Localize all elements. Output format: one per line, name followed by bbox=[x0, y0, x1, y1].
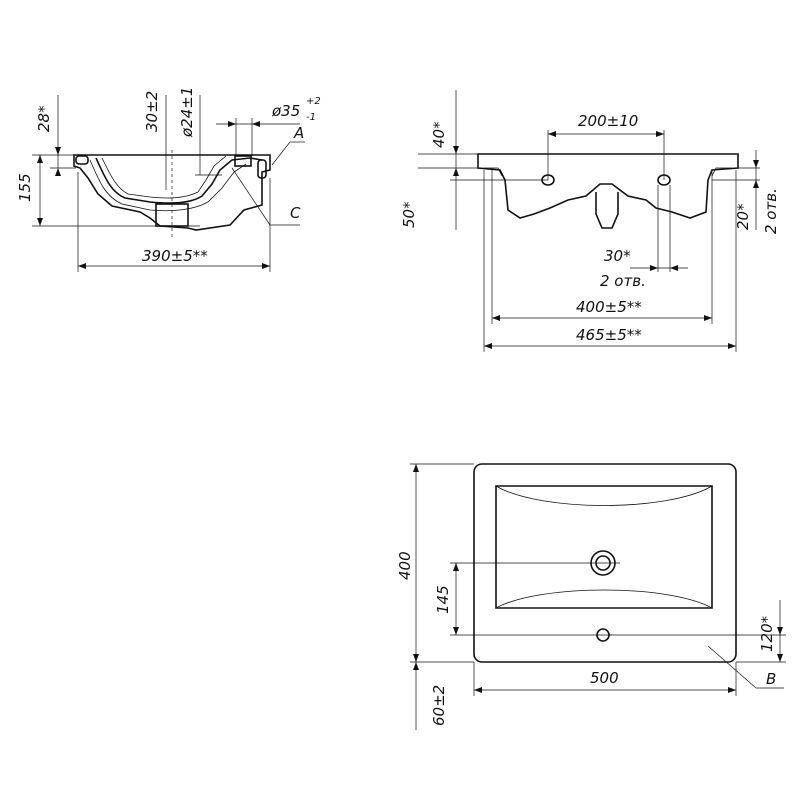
side-dim-35-tol-lower: -1 bbox=[306, 112, 316, 123]
side-dim-30: 30±2 bbox=[143, 91, 161, 132]
top-view: 400 145 120* 500 B 60±2 bbox=[396, 463, 786, 730]
side-view-bowl-inner bbox=[95, 157, 263, 204]
side-dim-155: 155 bbox=[16, 173, 34, 202]
side-view: 28* 30±2 ø24±1 ø35 +2 -1 A C 155 390±5** bbox=[16, 87, 321, 272]
front-dim-50: 50* bbox=[400, 201, 418, 228]
front-view-outline bbox=[477, 153, 739, 219]
side-label-a: A bbox=[293, 124, 304, 142]
front-dim-200: 200±10 bbox=[578, 112, 638, 130]
side-dim-28: 28* bbox=[35, 105, 53, 132]
side-view-overflow bbox=[234, 155, 252, 167]
front-view: 40* 200±10 50* 20* 2 отв. 30* 2 отв. 400… bbox=[400, 90, 780, 352]
side-view-bowl-wall-2 bbox=[89, 159, 247, 212]
side-label-c: C bbox=[290, 204, 301, 222]
front-dim-400: 400±5** bbox=[576, 298, 642, 316]
front-dim-30: 30* bbox=[604, 247, 631, 265]
side-dim-35: ø35 bbox=[271, 102, 300, 120]
side-view-basin-outline bbox=[73, 154, 271, 231]
front-dim-465: 465±5** bbox=[576, 326, 642, 344]
top-dim-60: 60±2 bbox=[430, 685, 448, 726]
side-dim-35-tol-upper: +2 bbox=[306, 96, 321, 107]
top-label-b: B bbox=[766, 670, 776, 688]
top-dim-145: 145 bbox=[434, 585, 452, 614]
side-view-bowl-wall bbox=[101, 155, 227, 199]
top-dim-120: 120* bbox=[758, 615, 776, 652]
side-dim-24: ø24±1 bbox=[178, 87, 196, 138]
front-dim-40: 40* bbox=[430, 121, 448, 148]
front-dim-20: 20* bbox=[734, 203, 752, 230]
top-dim-400: 400 bbox=[396, 551, 414, 580]
top-dim-500: 500 bbox=[590, 669, 619, 687]
side-dim-390: 390±5** bbox=[142, 247, 208, 265]
front-holes-right: 2 отв. bbox=[762, 188, 780, 234]
front-holes-bottom: 2 отв. bbox=[600, 272, 646, 290]
